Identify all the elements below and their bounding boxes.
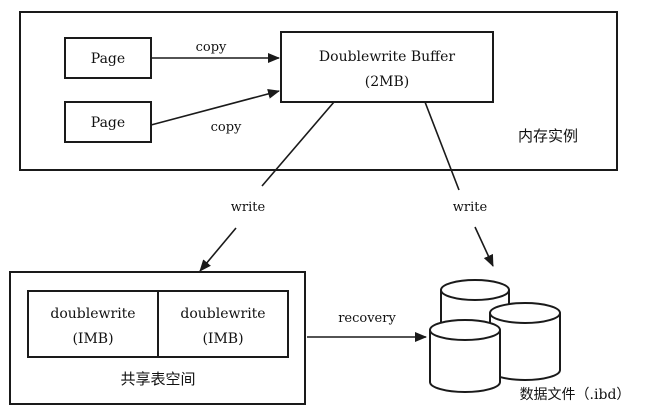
page-box-bottom-label: Page xyxy=(91,115,125,131)
write-arrow-right-head xyxy=(474,226,494,267)
doublewrite-segment-left-size: (IMB) xyxy=(72,331,113,347)
doublewrite-segment-right xyxy=(157,290,289,358)
recovery-label: recovery xyxy=(338,311,396,326)
doublewrite-buffer-box xyxy=(280,31,494,103)
copy-label-bottom: copy xyxy=(211,120,242,135)
page-box-top-label: Page xyxy=(91,51,125,67)
page-box-top xyxy=(64,37,152,79)
copy-label-top: copy xyxy=(196,40,227,55)
write-label-left: write xyxy=(231,200,266,215)
write-arrow-left-head xyxy=(199,227,237,272)
data-files-label: 数据文件（.ibd） xyxy=(520,387,631,403)
memory-instance-label: 内存实例 xyxy=(518,127,578,145)
doublewrite-buffer-title: Doublewrite Buffer xyxy=(319,49,455,65)
write-arrow-right-line xyxy=(424,101,460,191)
doublewrite-segment-left-name: doublewrite xyxy=(50,306,135,322)
data-file-cylinder-front xyxy=(429,319,501,393)
page-box-bottom xyxy=(64,101,152,143)
doublewrite-segment-right-name: doublewrite xyxy=(180,306,265,322)
memory-instance-frame xyxy=(19,11,618,171)
write-label-right: write xyxy=(453,200,488,215)
doublewrite-buffer-size: (2MB) xyxy=(365,74,409,90)
copy-arrow-bottom xyxy=(150,88,280,126)
shared-tablespace-label: 共享表空间 xyxy=(120,370,195,388)
write-arrow-left-line xyxy=(261,101,335,187)
shared-tablespace-frame xyxy=(9,271,306,405)
doublewrite-segment-right-size: (IMB) xyxy=(202,331,243,347)
doublewrite-segment-left xyxy=(27,290,159,358)
